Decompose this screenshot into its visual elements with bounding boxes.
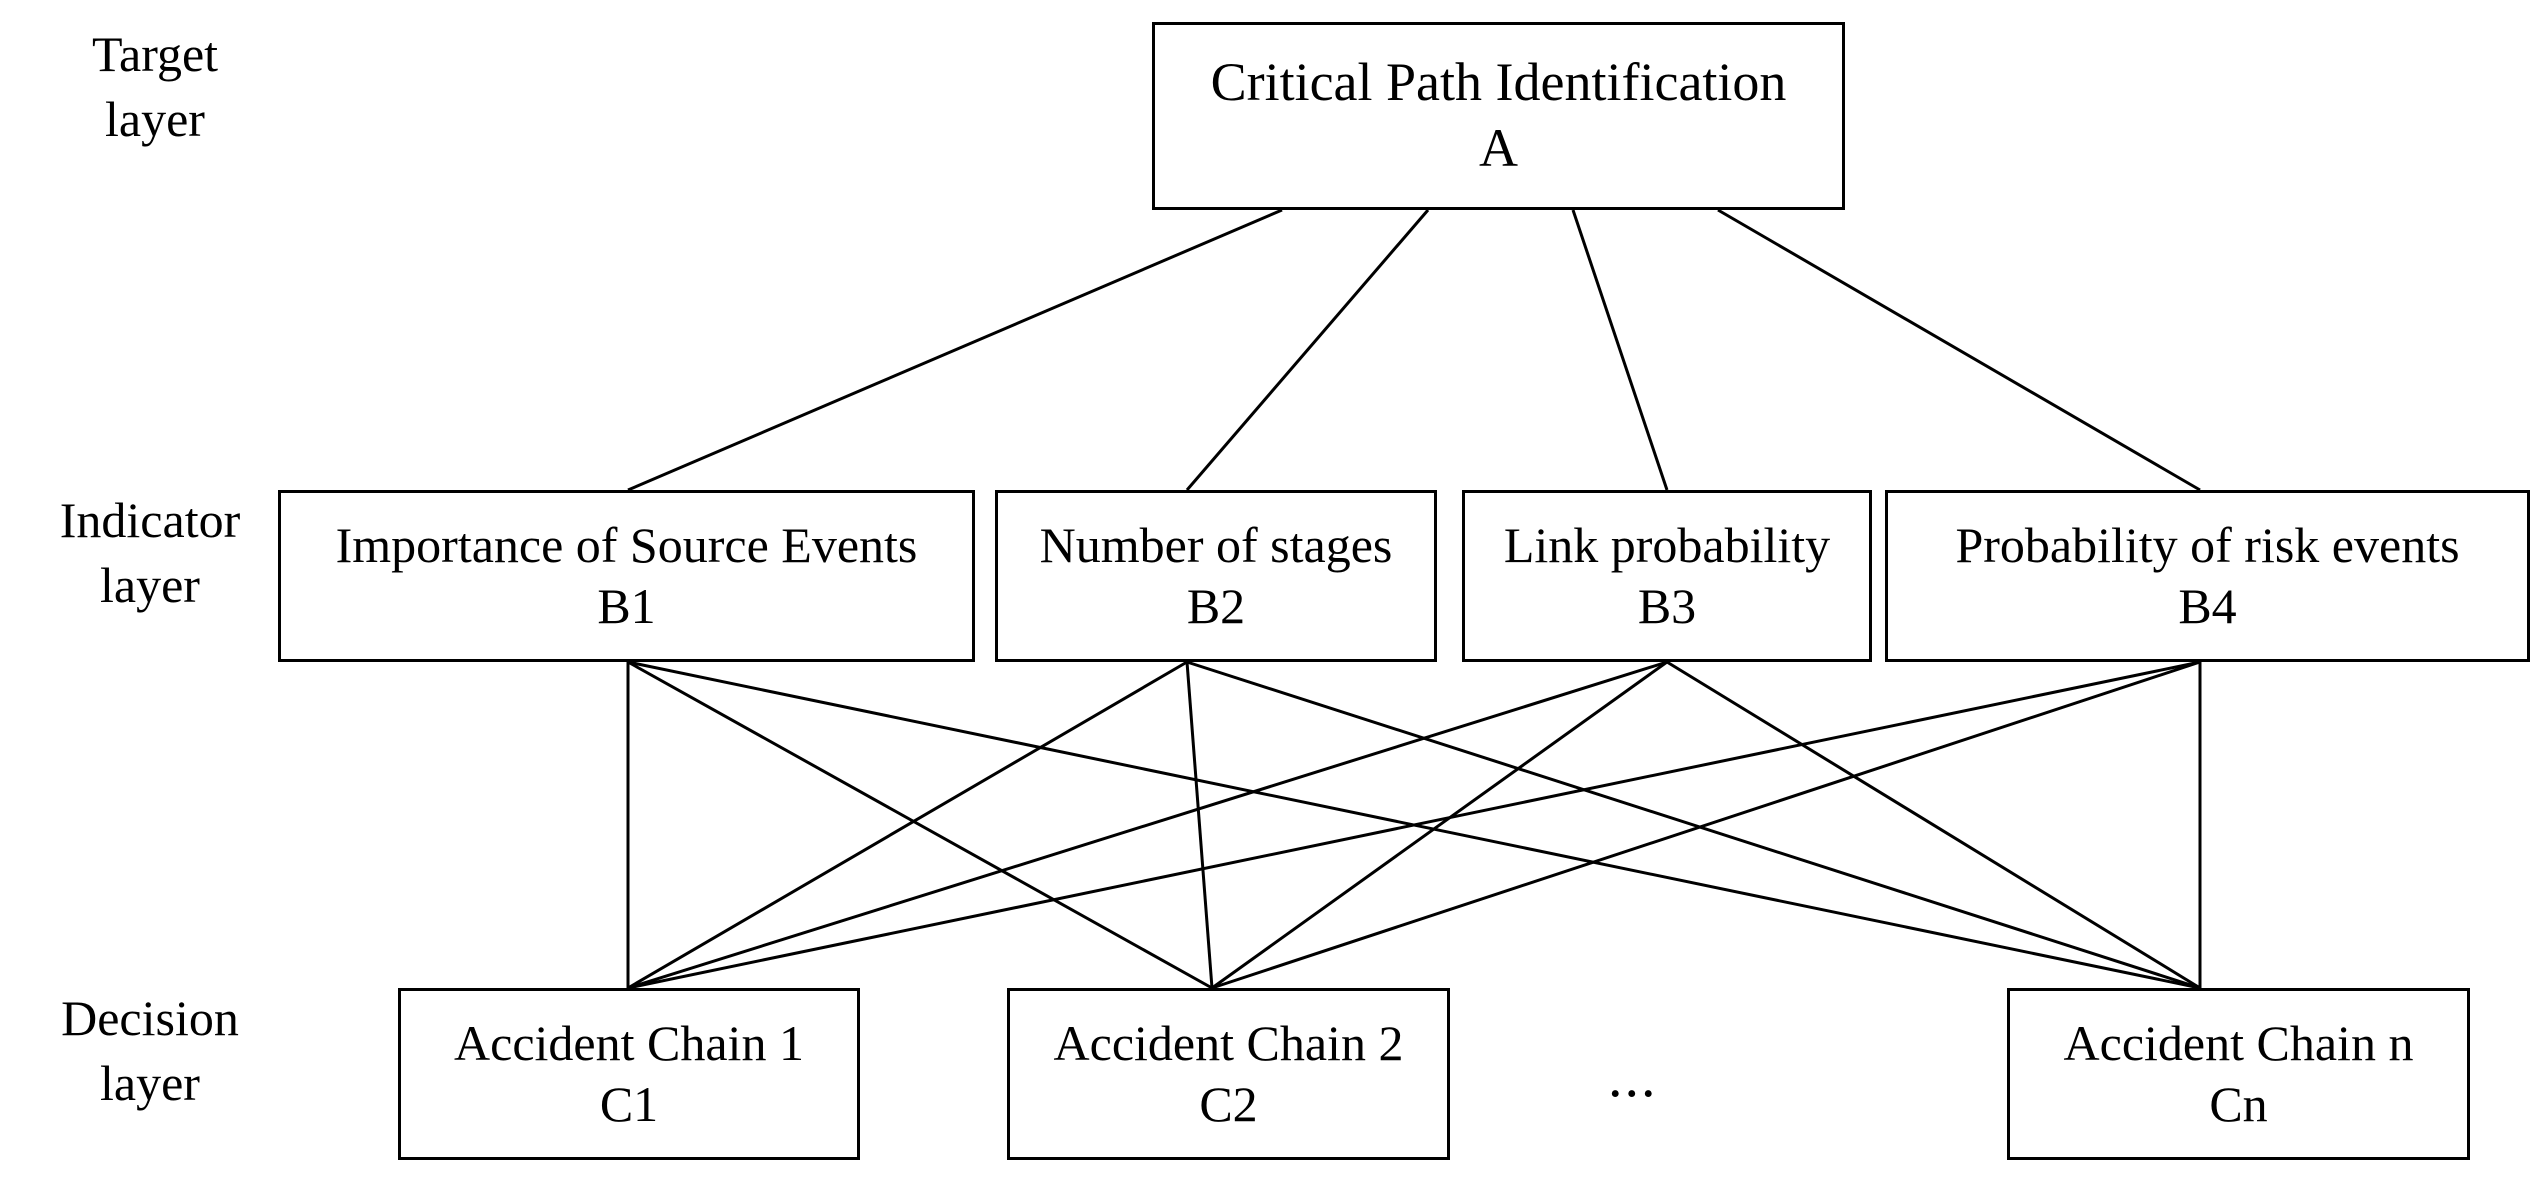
node-accident-chain-n[interactable]: Accident Chain n Cn xyxy=(2007,988,2470,1160)
edge-B4-to-C1 xyxy=(627,660,2201,990)
node-title: Critical Path Identification xyxy=(1210,52,1787,113)
edge-B4-to-C2 xyxy=(1211,660,2201,990)
node-title: Accident Chain 1 xyxy=(454,1015,804,1071)
node-link-probability[interactable]: Link probability B3 xyxy=(1462,490,1872,662)
node-number-of-stages[interactable]: Number of stages B2 xyxy=(995,490,1437,662)
edge-A-to-B1 xyxy=(627,208,1283,492)
node-code: B1 xyxy=(597,578,656,634)
node-code: B4 xyxy=(2178,578,2237,634)
layer-label-decision: Decision layer xyxy=(61,990,239,1111)
edge-A-to-B3 xyxy=(1571,209,1669,491)
node-code: C2 xyxy=(1199,1076,1258,1132)
node-title: Probability of risk events xyxy=(1955,517,2460,573)
layer-label-indicator: Indicator layer xyxy=(59,492,241,613)
edges-target-to-indicator xyxy=(627,208,2201,492)
node-title: Number of stages xyxy=(1039,517,1393,573)
node-importance-of-source-events[interactable]: Importance of Source Events B1 xyxy=(278,490,975,662)
node-code: Cn xyxy=(2209,1076,2268,1132)
edge-A-to-B2 xyxy=(1185,209,1430,491)
edge-B2-to-C2 xyxy=(1185,661,1214,989)
ellipsis-indicator: ... xyxy=(1608,1044,1658,1109)
node-accident-chain-1[interactable]: Accident Chain 1 C1 xyxy=(398,988,860,1160)
edge-B1-to-C2 xyxy=(627,660,1213,990)
edge-A-to-B4 xyxy=(1717,208,2201,492)
node-title: Link probability xyxy=(1503,517,1831,573)
edge-B3-to-Cn xyxy=(1666,660,2201,990)
node-code: B3 xyxy=(1637,578,1697,634)
edge-B2-to-Cn xyxy=(1186,660,2201,990)
node-probability-of-risk-events[interactable]: Probability of risk events B4 xyxy=(1885,490,2530,662)
edge-B3-to-C1 xyxy=(627,660,1668,990)
layer-label-target: Target layer xyxy=(91,26,219,147)
node-critical-path-identification[interactable]: Critical Path Identification A xyxy=(1152,22,1845,210)
edge-B3-to-C2 xyxy=(1211,660,1668,990)
node-code: A xyxy=(1479,118,1518,178)
node-title: Accident Chain n xyxy=(2063,1015,2414,1071)
node-title: Importance of Source Events xyxy=(335,517,918,573)
node-accident-chain-2[interactable]: Accident Chain 2 C2 xyxy=(1007,988,1450,1160)
node-code: C1 xyxy=(599,1076,659,1132)
edge-B2-to-C1 xyxy=(627,660,1188,990)
edges-indicator-to-decision xyxy=(626,660,2202,990)
node-title: Accident Chain 2 xyxy=(1053,1015,1404,1071)
node-code: B2 xyxy=(1186,578,1246,634)
